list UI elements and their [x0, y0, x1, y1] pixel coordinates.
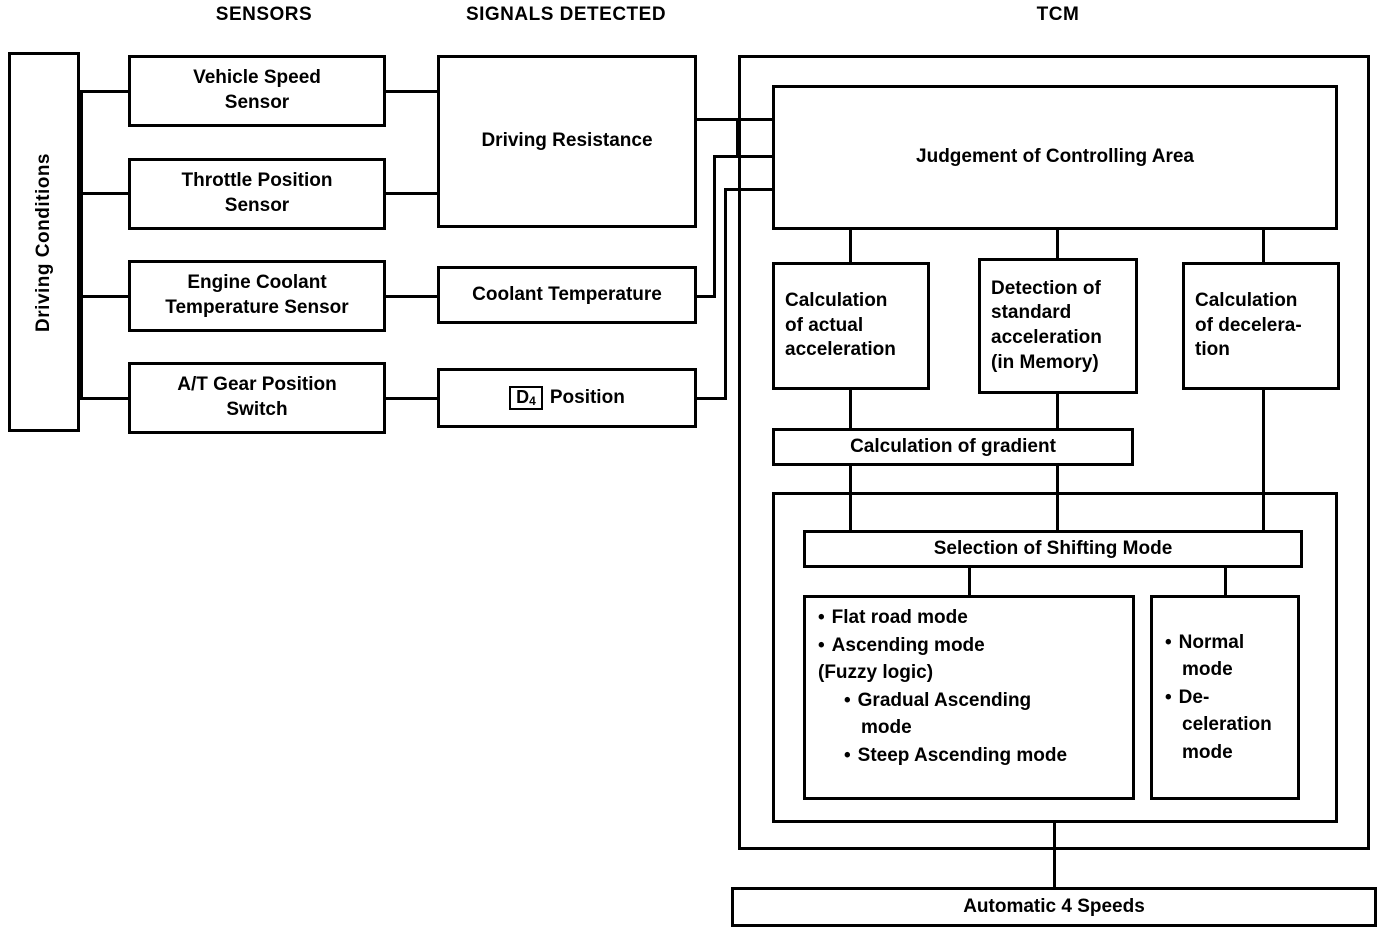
- tcm-calculation-deceleration-label: Calculation of decelera- tion: [1195, 289, 1302, 361]
- tcm-judgement-box: Judgement of Controlling Area: [772, 85, 1338, 230]
- sensor-box-vehicle-speed: Vehicle Speed Sensor: [128, 55, 386, 127]
- column-header-sensors: SENSORS: [215, 4, 313, 25]
- signal-box-d4-position: D4 Position: [437, 368, 697, 428]
- connector-selection-to-modes-right: [1224, 568, 1227, 595]
- list-item: •Steep Ascending mode: [818, 742, 1122, 770]
- driving-conditions-box: Driving Conditions: [8, 52, 80, 432]
- d4-badge-icon: D4: [509, 385, 543, 411]
- list-item: celeration: [1182, 714, 1272, 736]
- connector-coolant-sensor-to-coolant-temperature: [386, 295, 437, 298]
- connector-judgement-to-detect-standard: [1056, 230, 1059, 262]
- connector-d4-position-riser: [724, 188, 727, 400]
- connector-detect-standard-to-gradient: [1056, 394, 1059, 428]
- signal-label-d4-position: D4 Position: [440, 385, 694, 411]
- connector-at-switch-to-d4-position: [386, 397, 437, 400]
- list-item: •Gradual Ascending: [818, 687, 1122, 715]
- list-item: •Flat road mode: [818, 604, 1122, 632]
- connector-vehicle-speed-to-driving-resistance: [386, 90, 437, 93]
- sensor-label-engine-coolant-temperature: Engine Coolant Temperature Sensor: [165, 272, 349, 318]
- list-item: •Normal: [1165, 629, 1287, 657]
- sensor-label-vehicle-speed: Vehicle Speed Sensor: [193, 67, 321, 113]
- connector-selection-to-modes-left: [968, 568, 971, 595]
- list-item: •De-: [1165, 684, 1287, 712]
- sensor-box-engine-coolant-temperature: Engine Coolant Temperature Sensor: [128, 260, 386, 332]
- tcm-mode-list-ascending: •Flat road mode •Ascending mode (Fuzzy l…: [806, 598, 1132, 775]
- connector-gradient-to-selection-left: [849, 466, 852, 531]
- signal-box-coolant-temperature: Coolant Temperature: [437, 266, 697, 324]
- sensor-box-at-gear-position-switch: A/T Gear Position Switch: [128, 362, 386, 434]
- tcm-selection-shifting-mode-label: Selection of Shifting Mode: [933, 537, 1173, 559]
- list-item: •Ascending mode: [818, 632, 1122, 660]
- tcm-calculation-deceleration-box: Calculation of decelera- tion: [1182, 262, 1340, 390]
- tcm-calculation-gradient-label: Calculation of gradient: [850, 435, 1056, 457]
- driving-conditions-label: Driving Conditions: [33, 152, 54, 332]
- tcm-judgement-label: Judgement of Controlling Area: [916, 146, 1194, 168]
- d4-position-suffix: Position: [549, 386, 625, 408]
- bullet-icon: •: [844, 744, 851, 766]
- connector-coolant-temperature-out: [697, 295, 716, 298]
- sensor-box-throttle-position: Throttle Position Sensor: [128, 158, 386, 230]
- connector-d4-position-into-judgement: [724, 188, 772, 191]
- tcm-calculation-gradient-box: Calculation of gradient: [772, 428, 1134, 466]
- bullet-icon: •: [844, 689, 851, 711]
- tcm-mode-list-normal: •Normal mode •De- celeration mode: [1153, 623, 1297, 773]
- sensor-label-throttle-position: Throttle Position Sensor: [181, 170, 333, 216]
- bullet-icon: •: [1165, 686, 1172, 708]
- tcm-mode-list-ascending-box: •Flat road mode •Ascending mode (Fuzzy l…: [803, 595, 1135, 800]
- connector-dc-to-vehicle-speed: [80, 90, 128, 93]
- tcm-detection-standard-acceleration-label: Detection of standard acceleration (in M…: [991, 277, 1102, 373]
- list-item: mode: [1182, 659, 1233, 681]
- connector-coolant-temperature-into-judgement: [713, 155, 772, 158]
- tcm-mode-list-normal-box: •Normal mode •De- celeration mode: [1150, 595, 1300, 800]
- tcm-selection-shifting-mode-box: Selection of Shifting Mode: [803, 530, 1303, 568]
- connector-tcm-to-output: [1053, 823, 1056, 887]
- sensor-label-at-gear-position-switch: A/T Gear Position Switch: [177, 374, 337, 420]
- bullet-icon: •: [1165, 631, 1172, 653]
- connector-calc-actual-to-gradient: [849, 390, 852, 428]
- connector-judgement-to-calc-decel: [1262, 230, 1265, 262]
- bullet-icon: •: [818, 607, 825, 628]
- connector-gradient-to-selection-right: [1056, 466, 1059, 531]
- output-automatic-4-speeds-label: Automatic 4 Speeds: [963, 895, 1145, 917]
- connector-d4-position-out: [697, 397, 727, 400]
- connector-driving-resistance-drop: [736, 118, 739, 156]
- list-item: mode: [861, 717, 912, 739]
- column-header-tcm: TCM: [1036, 4, 1080, 25]
- bullet-icon: •: [818, 634, 825, 656]
- signal-label-coolant-temperature: Coolant Temperature: [472, 283, 662, 305]
- connector-throttle-to-driving-resistance: [386, 192, 437, 195]
- connector-dc-to-coolant-sensor: [80, 295, 128, 298]
- tcm-calculation-actual-acceleration-label: Calculation of actual acceleration: [785, 289, 896, 361]
- tcm-shifting-mode-container: [772, 492, 1338, 823]
- tcm-detection-standard-acceleration-box: Detection of standard acceleration (in M…: [978, 258, 1138, 394]
- driving-conditions-bus-line: [80, 90, 83, 398]
- connector-dc-to-at-gear-switch: [80, 397, 128, 400]
- list-item: mode: [1182, 741, 1233, 763]
- connector-calc-decel-to-selection: [1262, 390, 1265, 531]
- connector-judgement-to-calc-actual: [849, 230, 852, 262]
- list-item: (Fuzzy logic): [818, 662, 934, 684]
- output-automatic-4-speeds-box: Automatic 4 Speeds: [731, 887, 1377, 927]
- signal-box-driving-resistance: Driving Resistance: [437, 55, 697, 228]
- connector-dc-to-throttle: [80, 192, 128, 195]
- connector-driving-resistance-to-judgement-upper: [697, 118, 772, 121]
- tcm-calculation-actual-acceleration-box: Calculation of actual acceleration: [772, 262, 930, 390]
- connector-coolant-temperature-riser: [713, 155, 716, 298]
- signal-label-driving-resistance: Driving Resistance: [481, 130, 653, 152]
- column-header-signals-detected: SIGNALS DETECTED: [465, 4, 667, 25]
